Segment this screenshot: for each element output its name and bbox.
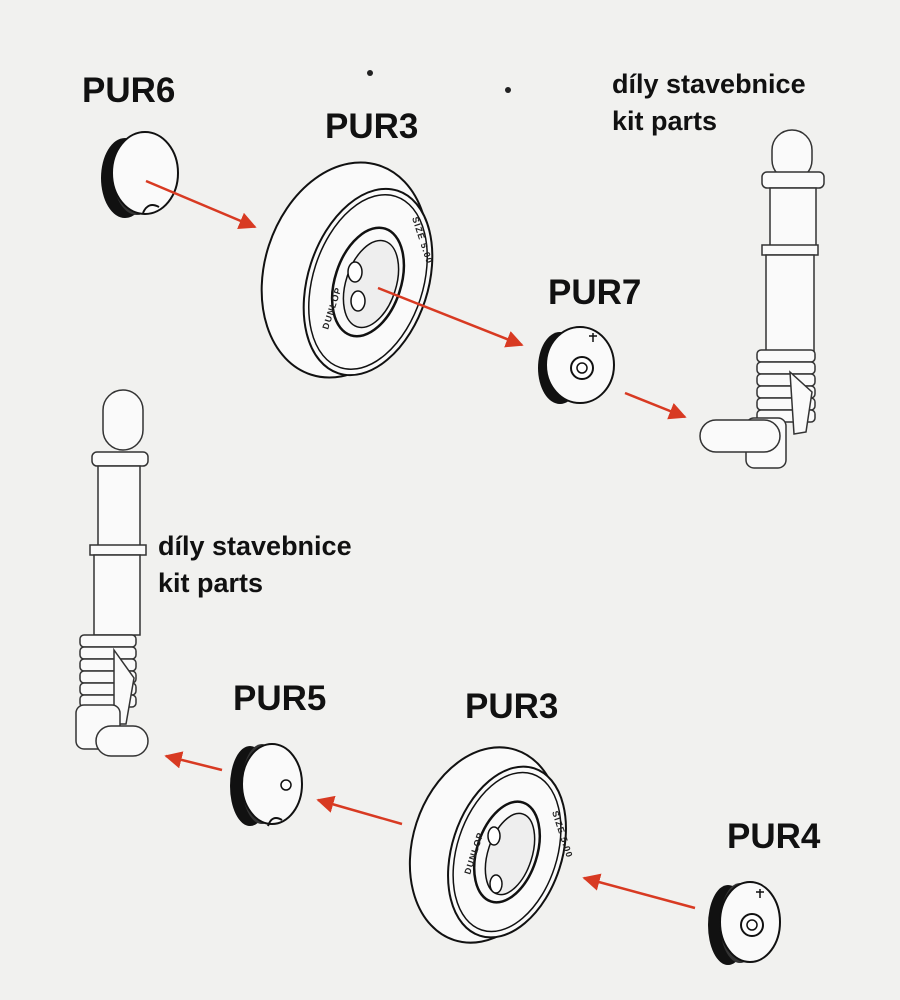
pur4-label: PUR4 (727, 817, 821, 856)
arrow-pur5-to-strut (164, 751, 223, 772)
pur5-label: PUR5 (233, 679, 326, 718)
landing-gear-strut-top (699, 129, 825, 469)
landing-gear-strut-bottom (75, 389, 149, 757)
pur3-top-label: PUR3 (325, 107, 418, 146)
arrow-pur3-to-pur5 (316, 795, 403, 826)
kit-note-top-line2: kit parts (612, 106, 717, 136)
arrow-pur7-to-strut (624, 391, 687, 420)
pur5-hub-part (230, 743, 303, 827)
pur4-hub-part (708, 881, 781, 965)
arrow-pur3-to-pur7 (377, 286, 524, 348)
pur3-bottom-label: PUR3 (465, 687, 558, 726)
print-speck (505, 87, 511, 93)
pur3-wheel-bottom: DUNLOP SIZE 5.00 (408, 746, 575, 944)
print-speck (367, 70, 373, 76)
kit-note-bottom-line1: díly stavebnice (158, 531, 352, 561)
pur7-label: PUR7 (548, 273, 641, 312)
kit-note-bottom-line2: kit parts (158, 568, 263, 598)
pur7-hub-part (538, 326, 615, 404)
arrow-pur4-to-pur3 (582, 873, 696, 910)
pur6-hub-part (101, 131, 179, 218)
pur6-label: PUR6 (82, 71, 175, 110)
pur3-wheel-top: DUNLOP SIZE 5.00 (260, 161, 435, 379)
arrow-pur6-to-pur3 (145, 179, 257, 229)
kit-note-top-line1: díly stavebnice (612, 69, 806, 99)
